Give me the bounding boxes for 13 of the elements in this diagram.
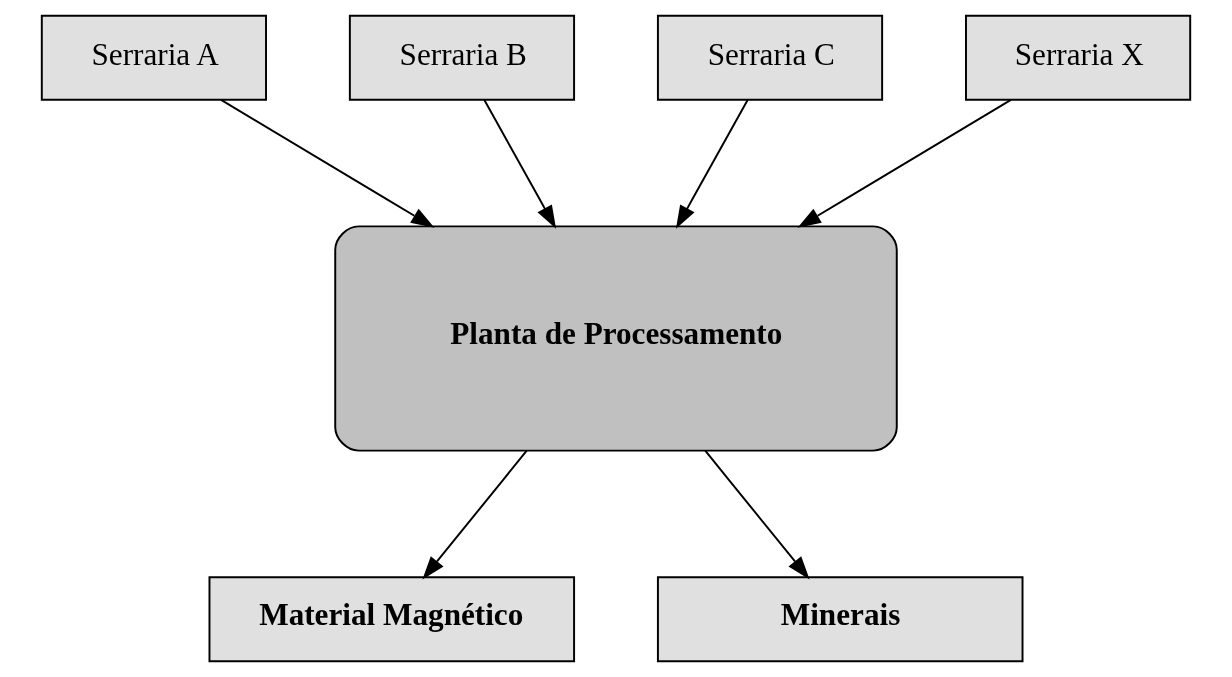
node-box: Serraria B	[348, 14, 576, 101]
arrow	[704, 449, 810, 580]
node-box: Serraria A	[40, 14, 267, 101]
arrow	[483, 98, 557, 229]
node-box: Material Magnético	[208, 576, 576, 663]
arrow	[220, 98, 435, 228]
arrow	[797, 98, 1012, 228]
node-box: Planta de Processamento	[334, 225, 898, 452]
arrow	[422, 449, 528, 580]
node-box: Minerais	[656, 576, 1024, 663]
node-box: Serraria X	[965, 14, 1192, 101]
node-box: Serraria C	[656, 14, 884, 101]
arrow	[675, 98, 749, 229]
